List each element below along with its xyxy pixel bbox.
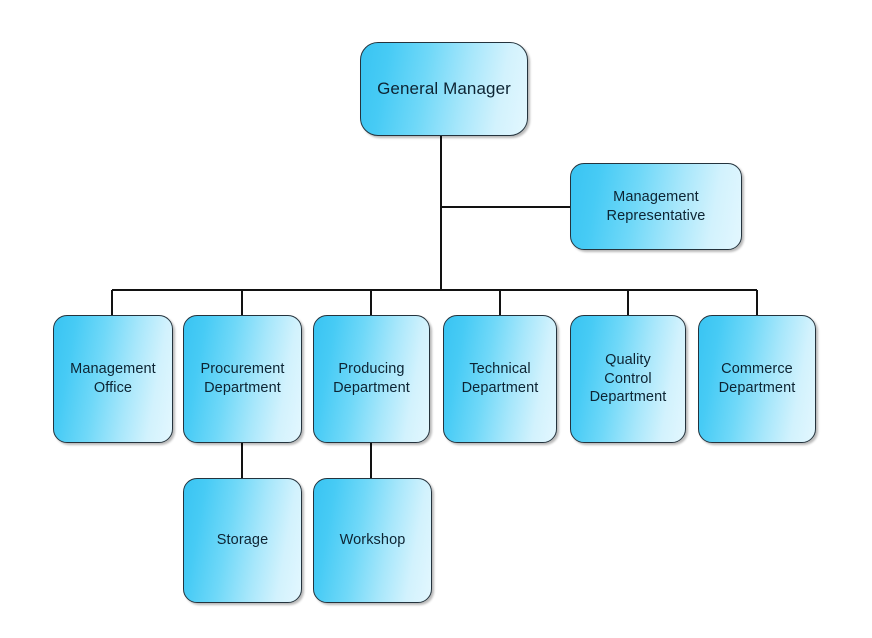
node-technical-department-label: Technical Department [461, 361, 539, 396]
node-management-representative-label: Management Representative [606, 188, 706, 224]
node-general-manager-label: General Manager [377, 79, 511, 99]
node-management-office[interactable]: Management Office [53, 315, 173, 443]
node-procurement-department[interactable]: Procurement Department [183, 315, 302, 443]
node-quality-control-department-label: Quality Control Department [589, 352, 667, 406]
node-technical-department[interactable]: Technical Department [443, 315, 557, 443]
node-producing-department-label: Producing Department [333, 361, 410, 396]
node-management-representative[interactable]: Management Representative [570, 163, 742, 250]
node-storage[interactable]: Storage [183, 478, 302, 603]
node-storage-label: Storage [216, 532, 269, 549]
node-general-manager[interactable]: General Manager [360, 42, 528, 136]
node-quality-control-department[interactable]: Quality Control Department [570, 315, 686, 443]
node-workshop[interactable]: Workshop [313, 478, 432, 603]
node-workshop-label: Workshop [339, 532, 406, 549]
node-producing-department[interactable]: Producing Department [313, 315, 430, 443]
node-commerce-department-label: Commerce Department [718, 361, 796, 396]
node-management-office-label: Management Office [70, 361, 156, 396]
node-commerce-department[interactable]: Commerce Department [698, 315, 816, 443]
node-procurement-department-label: Procurement Department [200, 361, 285, 396]
